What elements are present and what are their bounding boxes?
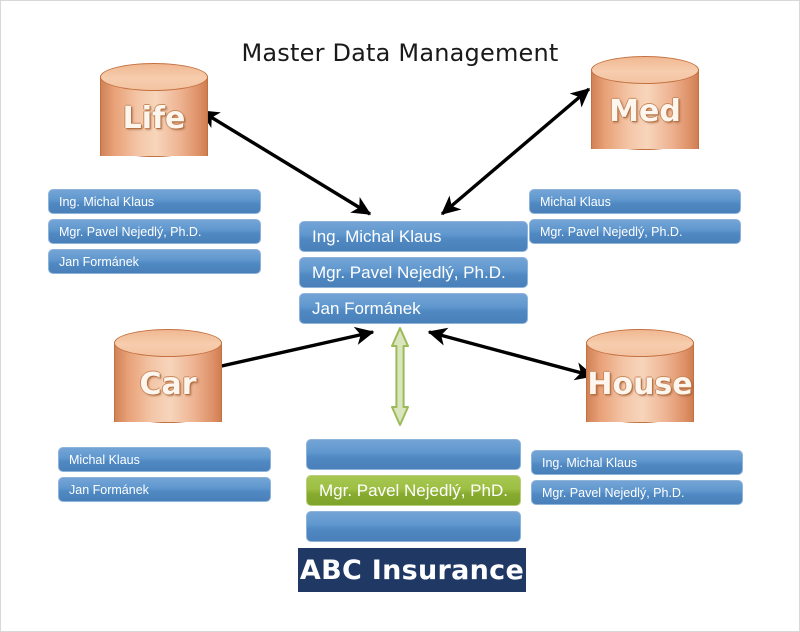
list-item-highlighted[interactable]: Mgr. Pavel Nejedlý, PhD. [306,475,521,506]
organization-user-list: Mgr. Pavel Nejedlý, PhD. [306,439,521,547]
list-item[interactable] [306,439,521,470]
database-med[interactable]: Med [591,56,699,161]
list-item[interactable]: Ing. Michal Klaus [299,221,528,252]
list-item[interactable]: Ing. Michal Klaus [48,189,261,214]
list-item[interactable]: Jan Formánek [299,293,528,324]
cylinder-top [100,63,208,91]
list-item[interactable]: Ing. Michal Klaus [531,450,743,475]
house-user-list: Ing. Michal Klaus Mgr. Pavel Nejedlý, Ph… [531,450,743,510]
car-user-list: Michal Klaus Jan Formánek [58,447,271,507]
med-user-list: Michal Klaus Mgr. Pavel Nejedlý, Ph.D. [529,189,741,249]
list-item[interactable]: Jan Formánek [58,477,271,502]
list-item[interactable]: Mgr. Pavel Nejedlý, Ph.D. [531,480,743,505]
arrow-master-organization [391,327,409,426]
database-house[interactable]: House [586,329,694,434]
list-item[interactable]: Michal Klaus [58,447,271,472]
list-item[interactable] [306,511,521,542]
database-car[interactable]: Car [114,329,222,434]
page-title: Master Data Management [241,39,559,67]
master-user-list: Ing. Michal Klaus Mgr. Pavel Nejedlý, Ph… [299,221,528,329]
cylinder-top [586,329,694,357]
organization-box[interactable]: ABC Insurance [298,548,526,592]
list-item[interactable]: Jan Formánek [48,249,261,274]
arrow-master-house [427,327,595,381]
life-user-list: Ing. Michal Klaus Mgr. Pavel Nejedlý, Ph… [48,189,261,279]
database-life[interactable]: Life [100,63,208,168]
list-item[interactable]: Mgr. Pavel Nejedlý, Ph.D. [529,219,741,244]
list-item[interactable]: Mgr. Pavel Nejedlý, Ph.D. [299,257,528,288]
list-item[interactable]: Mgr. Pavel Nejedlý, Ph.D. [48,219,261,244]
cylinder-top [114,329,222,357]
cylinder-top [591,56,699,84]
list-item[interactable]: Michal Klaus [529,189,741,214]
